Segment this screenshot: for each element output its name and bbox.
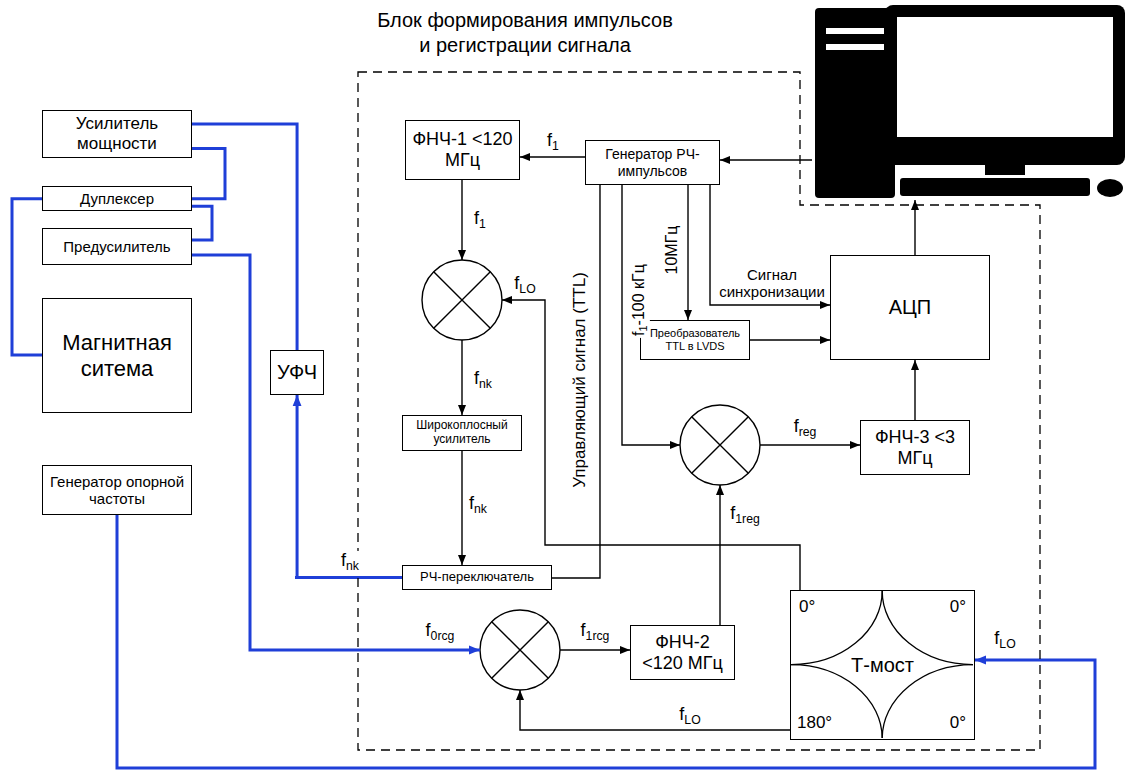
amplifier-box: Широкоплосный усилитель — [402, 415, 522, 451]
unit-box: Предусилитель — [42, 228, 192, 265]
unit-box: УФЧ — [270, 350, 324, 395]
unit-box: Генератор РЧ-импульсов — [585, 140, 720, 185]
signal-connector — [750, 339, 830, 340]
mixer-symbol — [680, 405, 760, 485]
mouse — [1097, 179, 1123, 197]
signal-wire — [719, 485, 720, 625]
signal-wire — [622, 185, 680, 445]
phase-label: 0° — [950, 597, 966, 617]
node-label: Предусилитель — [63, 238, 170, 255]
edge-label: Сигнал синхронизации — [714, 267, 830, 300]
monitor-screen — [897, 17, 1113, 137]
signal-connector — [552, 185, 600, 578]
block-heading: Блок формирования импульсов и регистраци… — [375, 8, 675, 58]
unit-box: Преобразователь TTL в LVDS — [640, 320, 750, 360]
node-label: Преобразователь TTL в LVDS — [647, 327, 743, 352]
tower-slot — [826, 44, 884, 50]
cable-connector — [192, 148, 225, 198]
filter-box: ФНЧ-1 <120 МГц — [405, 120, 520, 180]
keyboard — [900, 178, 1090, 196]
node-label: ФНЧ-1 <120 МГц — [412, 129, 513, 170]
signal-label: f1reg — [728, 504, 762, 526]
node-label: Усилитель мощности — [49, 114, 185, 153]
signal-label: fnk — [472, 369, 494, 391]
mixer-symbol — [422, 260, 502, 340]
t-bridge: Т-мост 0° 0° 180° 0° — [790, 590, 975, 740]
signal-wire — [520, 690, 790, 730]
signal-connector — [461, 451, 462, 565]
cable-wire — [192, 255, 480, 650]
computer-monitor — [885, 5, 1125, 165]
node-label: Широкоплосный усилитель — [409, 419, 515, 447]
node-label: Генератор опорной частоты — [49, 473, 185, 508]
edge-label: 10МГц — [663, 224, 681, 277]
unit-box: Усилитель мощности — [42, 110, 192, 158]
signal-wire — [760, 444, 860, 445]
monitor-stand — [985, 165, 1025, 175]
unit-box: Дуплексер — [42, 186, 192, 211]
node-label: ФНЧ-2 <120 МГц — [637, 632, 728, 673]
node-label: Генератор РЧ-импульсов — [592, 146, 713, 178]
cable-connector — [192, 206, 212, 240]
cable-connector — [295, 395, 402, 578]
phase-label: 0° — [799, 597, 815, 617]
filter-box: ФНЧ-2 <120 МГц — [630, 625, 735, 680]
edge-label: f1 — [545, 131, 561, 153]
bridge-arc — [882, 665, 973, 739]
phase-label: 180° — [797, 713, 832, 733]
node-label: РЧ-переключатель — [420, 570, 534, 585]
filter-box: ФНЧ-3 <3 МГц — [860, 420, 970, 475]
edge-label: fnk — [467, 494, 489, 516]
cable-connector — [12, 199, 42, 355]
mixer-cross — [692, 417, 749, 474]
edge-label: Управляющий сигнал (TTL) — [571, 270, 590, 490]
adc-box: АЦП — [830, 255, 990, 360]
signal-connector — [710, 185, 830, 305]
signal-connector — [520, 156, 585, 157]
signal-label: freg — [792, 417, 819, 439]
signal-label: f1 — [472, 209, 488, 231]
dashed-block: Блок формирования импульсов и регистраци… — [358, 72, 1043, 752]
signal-wire — [914, 200, 915, 255]
node-label: Магнитная ситема — [49, 330, 185, 381]
edge-label: fLO — [992, 629, 1017, 651]
node-label: АЦП — [889, 296, 932, 319]
node-label: Т-мост — [851, 654, 914, 677]
cable-connector — [117, 515, 1095, 768]
signal-label: f0rcg — [424, 621, 457, 643]
phase-label: 0° — [950, 713, 966, 733]
mixer-cross — [434, 272, 491, 329]
mixer-cross — [492, 622, 549, 679]
cable-connector — [192, 124, 297, 350]
signal-wire — [461, 340, 462, 415]
node-label: ФНЧ-3 <3 МГц — [867, 427, 963, 468]
unit-box: Магнитная ситема — [42, 298, 192, 413]
switch-box: РЧ-переключатель — [402, 565, 552, 590]
bridge-arc — [791, 665, 882, 739]
signal-wire — [720, 159, 812, 160]
signal-wire — [560, 649, 630, 650]
dashed-border — [358, 72, 1040, 750]
node-label: УФЧ — [277, 361, 317, 384]
signal-connector — [687, 185, 688, 320]
signal-wire — [461, 180, 462, 260]
signal-label: fLO — [677, 705, 702, 727]
unit-box: Генератор опорной частоты — [42, 465, 192, 515]
signal-connector — [914, 360, 915, 420]
signal-label: f1-100 кГц — [630, 262, 650, 338]
node-label: Дуплексер — [80, 190, 154, 207]
edge-label: fnk — [339, 551, 361, 573]
signal-label: f1rcg — [579, 621, 612, 643]
mixer-symbol — [480, 610, 560, 690]
computer-tower — [815, 8, 895, 198]
tower-slot — [826, 28, 884, 34]
signal-label: fLO — [512, 274, 537, 296]
